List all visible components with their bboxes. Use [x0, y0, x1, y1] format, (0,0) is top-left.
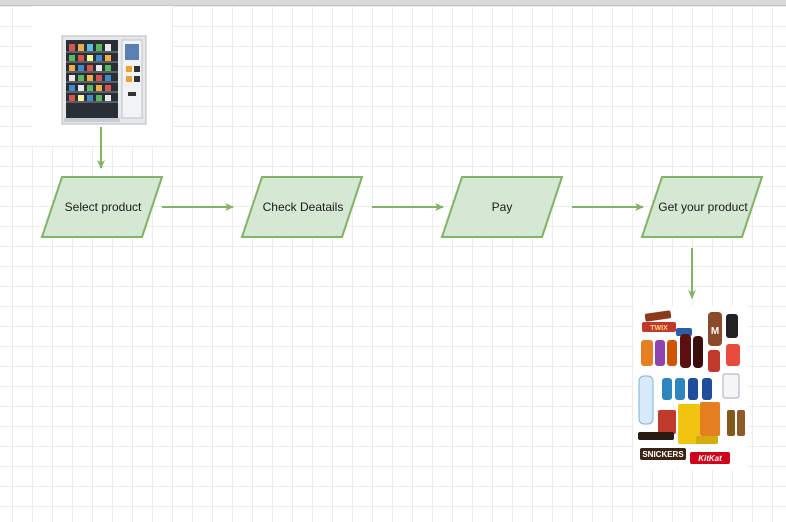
- brand-label: TWIX: [650, 325, 668, 332]
- node-pay[interactable]: Pay: [440, 176, 564, 238]
- node-label: Check Deatails: [263, 200, 344, 214]
- snacks-and-drinks-image[interactable]: TWIX M SNICKERS KitKat: [634, 306, 748, 470]
- node-get-your-product[interactable]: Get your product: [640, 176, 764, 238]
- node-label: Select product: [65, 200, 142, 214]
- brand-label: SNICKERS: [642, 450, 684, 459]
- brand-label: KitKat: [698, 454, 722, 463]
- vending-machine-image[interactable]: [32, 6, 172, 146]
- node-select-product[interactable]: Select product: [40, 176, 164, 238]
- node-label: Pay: [492, 200, 513, 214]
- node-check-details[interactable]: Check Deatails: [240, 176, 364, 238]
- top-toolbar-edge: [0, 0, 786, 6]
- node-label: Get your product: [658, 200, 748, 214]
- brand-label: M: [711, 326, 719, 337]
